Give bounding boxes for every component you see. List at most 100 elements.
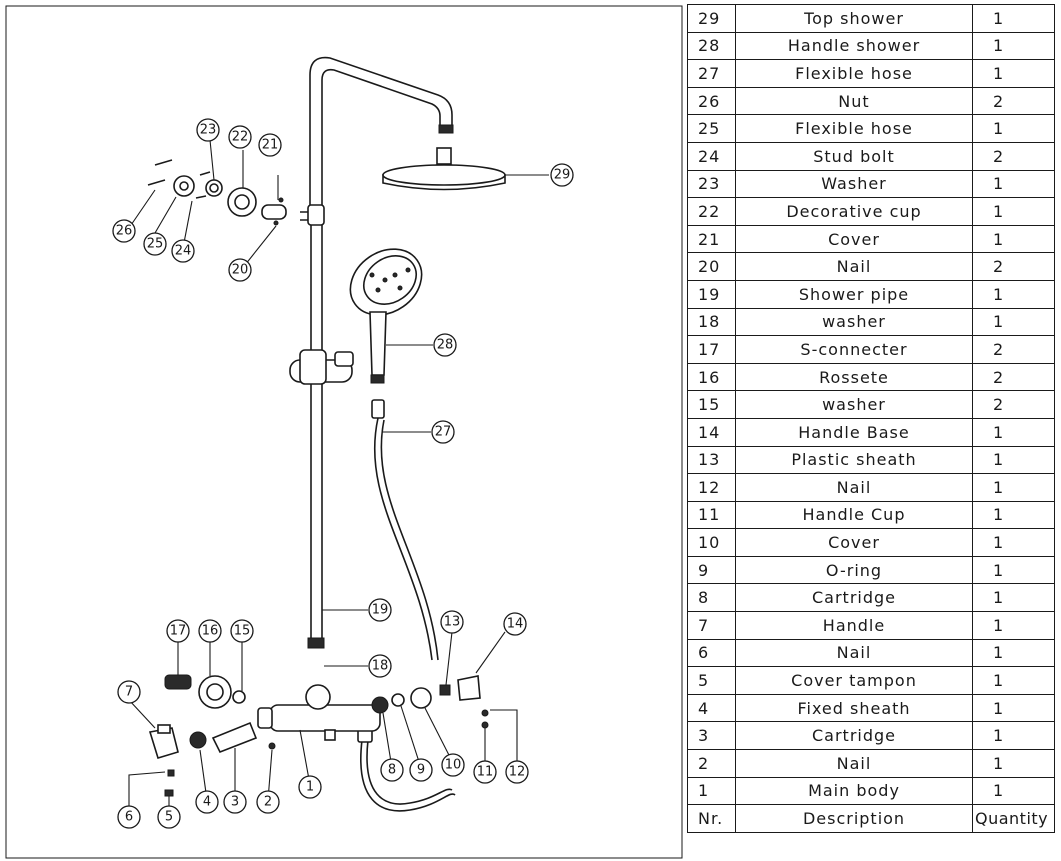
- part-quantity: 2: [972, 141, 1055, 171]
- callout-5: 5: [157, 805, 181, 829]
- callout-26: 26: [112, 219, 136, 243]
- svg-text:3: 3: [231, 795, 239, 810]
- main-body: [257, 684, 381, 741]
- part-description: Cover: [735, 224, 973, 254]
- part-number: 14: [687, 417, 736, 447]
- svg-text:11: 11: [477, 765, 494, 780]
- part-number: 4: [687, 693, 736, 723]
- parts-list-header: Nr. Description Quantity: [687, 804, 1055, 833]
- part-description: Cartridge: [735, 583, 973, 613]
- wall-fittings: [164, 674, 246, 709]
- svg-text:13: 13: [444, 615, 461, 630]
- callout-16: 16: [198, 619, 222, 643]
- part-description: Fixed sheath: [735, 693, 973, 723]
- part-description: Cover: [735, 528, 973, 557]
- part-description: Shower pipe: [735, 279, 973, 309]
- header-description: Description: [735, 804, 973, 833]
- callout-14: 14: [503, 612, 527, 636]
- slide-holder: [289, 349, 354, 385]
- callout-19: 19: [368, 598, 392, 622]
- callout-12: 12: [505, 760, 529, 784]
- svg-text:24: 24: [175, 244, 192, 259]
- part-number: 11: [687, 500, 736, 530]
- part-number: 27: [687, 59, 736, 88]
- part-quantity: 1: [972, 4, 1055, 33]
- part-number: 26: [687, 86, 736, 116]
- part-description: Stud bolt: [735, 141, 973, 171]
- svg-text:19: 19: [372, 603, 389, 618]
- header-nr: Nr.: [687, 804, 736, 833]
- callout-10: 10: [441, 753, 465, 777]
- callout-20: 20: [228, 258, 252, 282]
- callout-1: 1: [298, 775, 322, 799]
- part-description: Flexible hose: [735, 114, 973, 143]
- part-quantity: 1: [972, 31, 1055, 61]
- part-quantity: 1: [972, 721, 1055, 751]
- callout-24: 24: [171, 239, 195, 263]
- svg-text:28: 28: [437, 338, 454, 353]
- part-description: Nut: [735, 86, 973, 116]
- part-quantity: 1: [972, 611, 1055, 640]
- part-number: 9: [687, 555, 736, 585]
- part-description: washer: [735, 390, 973, 419]
- part-number: 22: [687, 197, 736, 226]
- callout-25: 25: [143, 232, 167, 256]
- part-number: 15: [687, 390, 736, 419]
- callout-7: 7: [117, 680, 141, 704]
- callout-22: 22: [228, 125, 252, 149]
- callout-8: 8: [380, 758, 404, 782]
- svg-text:16: 16: [202, 624, 219, 639]
- part-number: 25: [687, 114, 736, 143]
- top-shower-head: [382, 147, 506, 191]
- part-quantity: 1: [972, 776, 1055, 806]
- part-description: Nail: [735, 749, 973, 778]
- svg-text:29: 29: [554, 168, 571, 183]
- part-quantity: 1: [972, 197, 1055, 226]
- part-number: 20: [687, 252, 736, 281]
- wall-bracket-parts: [147, 159, 287, 226]
- callout-13: 13: [440, 610, 464, 634]
- callout-11: 11: [473, 760, 497, 784]
- part-description: Handle: [735, 611, 973, 640]
- part-quantity: 1: [972, 224, 1055, 254]
- part-quantity: 1: [972, 500, 1055, 530]
- part-quantity: 1: [972, 693, 1055, 723]
- svg-text:21: 21: [262, 138, 279, 153]
- callout-9: 9: [409, 758, 433, 782]
- part-quantity: 1: [972, 583, 1055, 613]
- part-description: Nail: [735, 638, 973, 668]
- svg-text:14: 14: [507, 617, 524, 632]
- part-description: Handle Base: [735, 417, 973, 447]
- part-description: Handle shower: [735, 31, 973, 61]
- svg-text:12: 12: [509, 765, 526, 780]
- svg-text:17: 17: [170, 624, 187, 639]
- svg-text:8: 8: [388, 763, 396, 778]
- svg-text:27: 27: [435, 425, 452, 440]
- svg-text:9: 9: [417, 763, 425, 778]
- part-number: 1: [687, 776, 736, 806]
- flexible-hose: [357, 399, 456, 812]
- part-number: 24: [687, 141, 736, 171]
- part-quantity: 1: [972, 749, 1055, 778]
- svg-text:20: 20: [232, 263, 249, 278]
- part-quantity: 1: [972, 169, 1055, 199]
- callout-2: 2: [256, 790, 280, 814]
